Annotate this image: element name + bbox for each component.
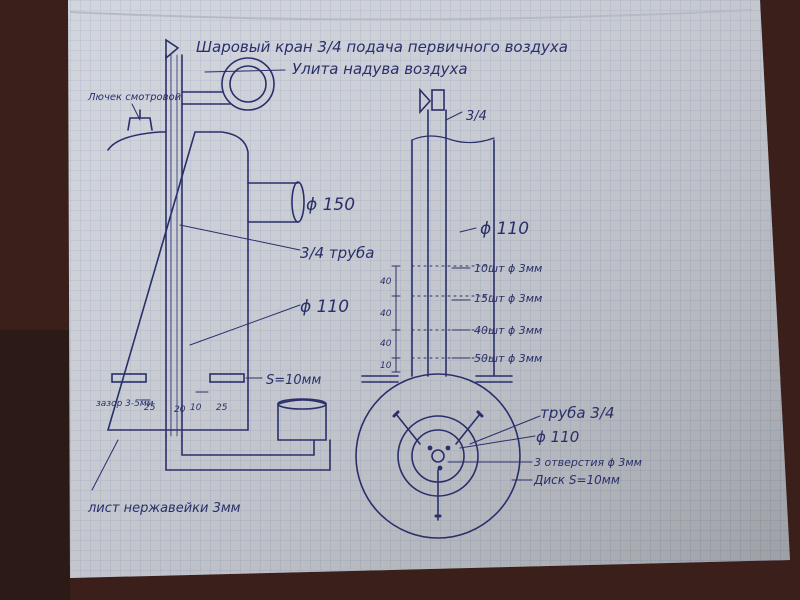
disk-tab-right	[209, 373, 245, 383]
label-sheet-material: лист нержавейки 3мм	[87, 501, 241, 516]
label-bottom-pipe: труба 3/4	[540, 404, 615, 422]
disk-outer	[355, 373, 521, 539]
label-dim-10: 10	[190, 403, 202, 413]
label-gap: зазор 3-5мм	[96, 399, 154, 409]
label-disk-thickness: S=10мм	[266, 373, 321, 388]
ball-valve-shape	[165, 38, 180, 60]
label-dim-25-right: 25	[216, 403, 228, 413]
blower-connector	[181, 91, 231, 105]
label-outlet-diameter: ϕ 150	[306, 195, 355, 215]
leader-pipe	[179, 224, 301, 251]
label-right-diameter: ϕ 110	[480, 219, 529, 239]
label-blower-snail: Улита надува воздуха	[292, 60, 468, 78]
right-central-pipe	[427, 109, 447, 377]
label-holes-1: 10шт ϕ 3мм	[474, 262, 542, 275]
label-body-diameter: ϕ 110	[300, 297, 349, 317]
label-bottom-disk: Диск S=10мм	[533, 473, 620, 487]
label-spacing-2: 40	[380, 309, 392, 319]
carpet-corner	[0, 330, 70, 600]
left-elevation-drawing	[91, 38, 331, 491]
label-ball-valve: Шаровый кран 3/4 подача первичного возду…	[196, 38, 568, 56]
right-elevation-drawing	[361, 87, 513, 383]
label-holes-2: 15шт ϕ 3мм	[474, 292, 542, 305]
label-spacing-4: 10	[380, 361, 392, 371]
label-right-3-4: 3/4	[466, 109, 487, 124]
label-bottom-holes: 3 отверстия ϕ 3мм	[534, 456, 642, 469]
central-pipe	[165, 54, 183, 437]
label-spacing-3: 40	[380, 339, 392, 349]
leader-sheet	[91, 439, 119, 491]
label-hatch-line: Лючек смотровой	[87, 92, 182, 103]
bottom-cup	[277, 399, 327, 441]
notebook-paper	[68, 0, 790, 578]
label-dim-20: 20	[174, 405, 186, 415]
label-spacing-1: 40	[380, 277, 392, 287]
blower-snail-shape	[221, 57, 275, 111]
central-pipe-inner	[170, 54, 178, 437]
label-inspection-hatch: Лючек смотровой	[87, 92, 182, 103]
leader-diameter	[189, 304, 301, 346]
label-bottom-diameter: ϕ 110	[536, 428, 579, 446]
label-pipe: 3/4 труба	[300, 244, 375, 262]
right-disk-tabs	[361, 375, 513, 383]
outlet-pipe	[247, 182, 299, 223]
disk-plan-view	[355, 373, 541, 539]
label-holes-4: 50шт ϕ 3мм	[474, 352, 542, 365]
page-curl	[69, 9, 753, 21]
disk-center	[431, 449, 445, 463]
label-dim-25-left: 25	[144, 403, 156, 413]
right-body-walls	[411, 139, 495, 377]
label-holes-3: 40шт ϕ 3мм	[474, 324, 542, 337]
right-valve-shape	[419, 87, 432, 115]
disk-ribs	[395, 413, 481, 521]
reactor-body	[106, 131, 249, 431]
disk-tab-left	[111, 373, 147, 383]
bottom-elbow-pipe	[165, 435, 331, 471]
